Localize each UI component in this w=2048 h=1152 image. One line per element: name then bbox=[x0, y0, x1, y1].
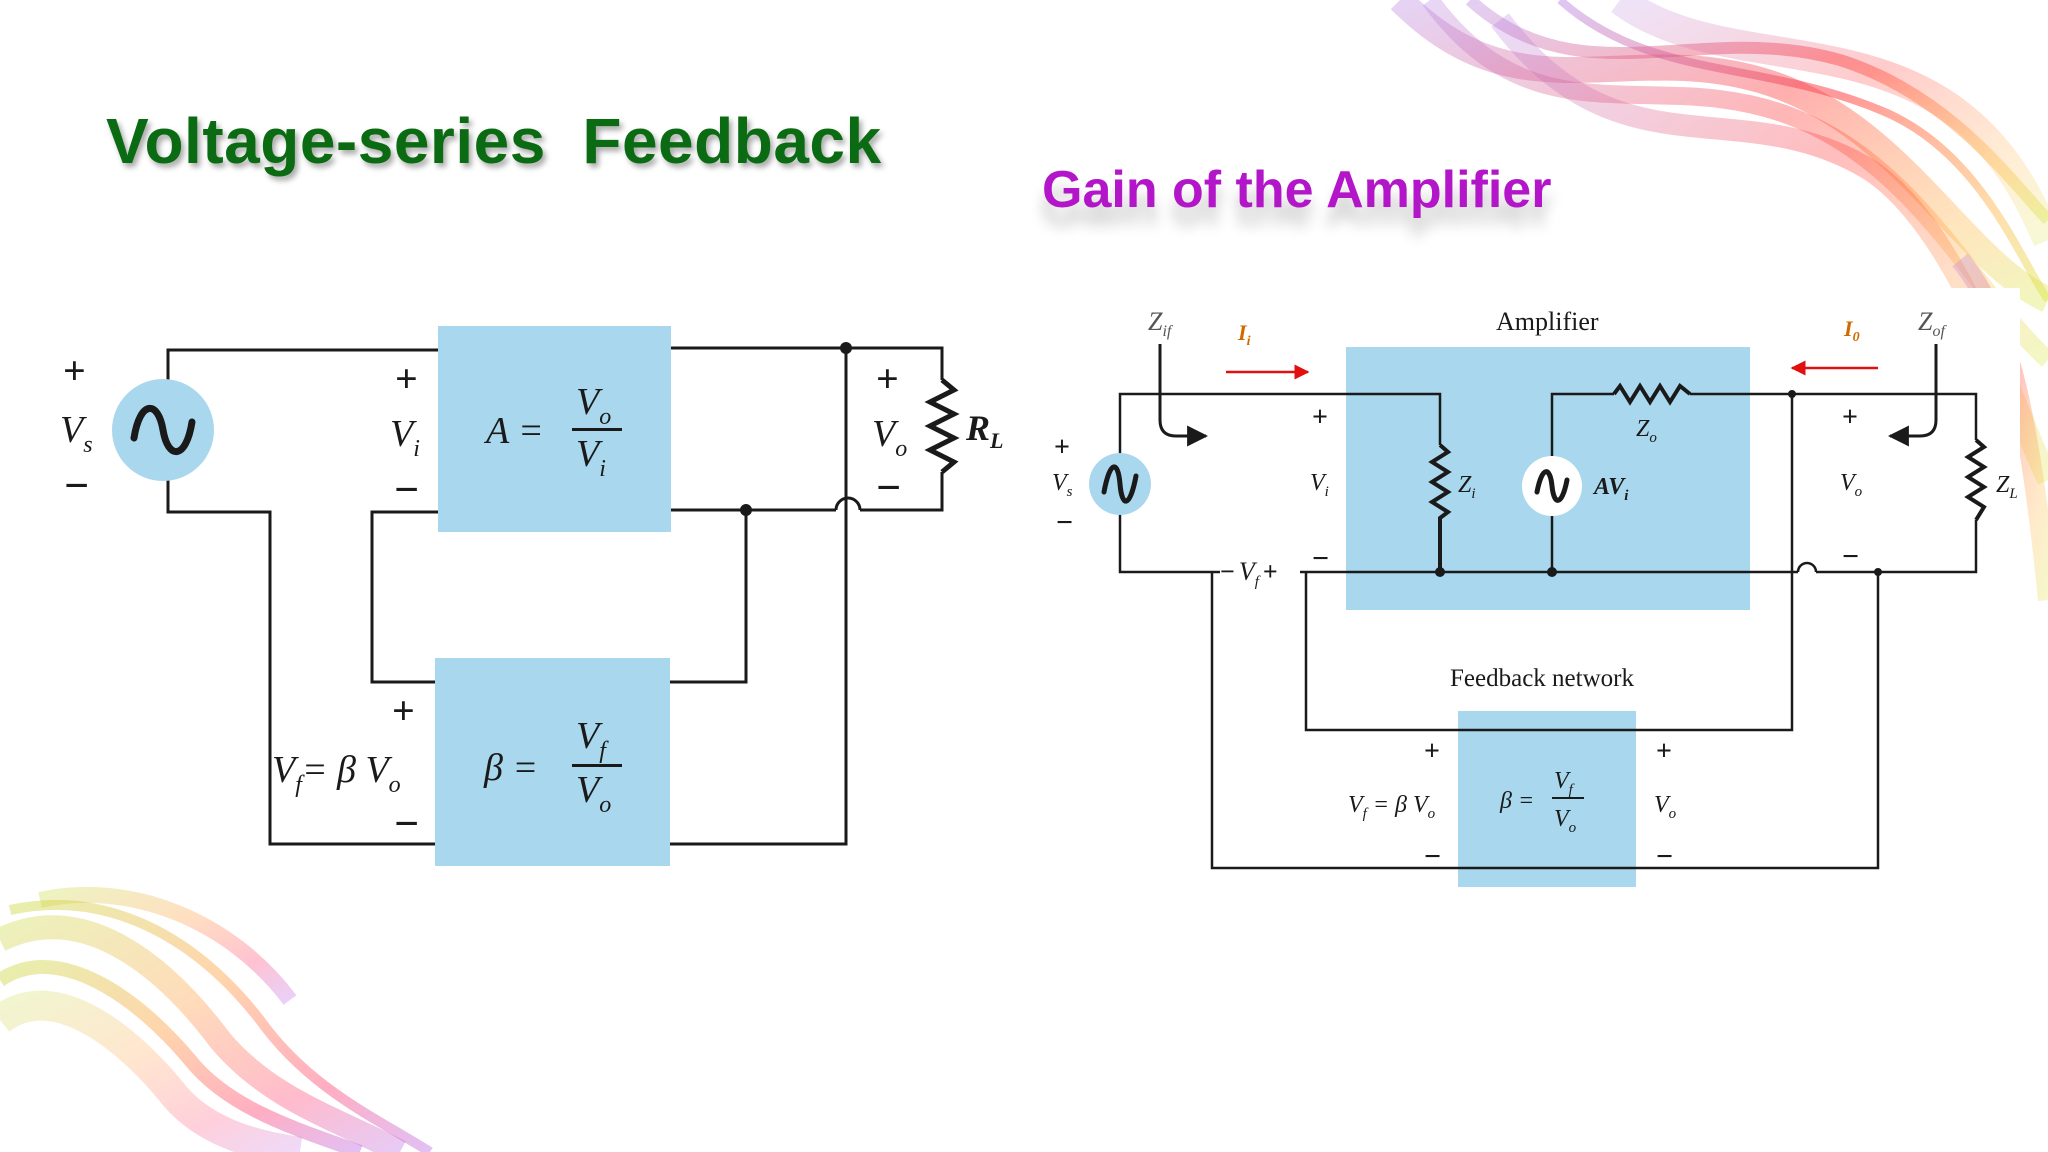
vf-minus: − bbox=[394, 799, 419, 848]
vi-minus: − bbox=[1312, 542, 1329, 575]
rl-label: RL bbox=[965, 408, 1003, 453]
input-top-wire bbox=[1118, 392, 1442, 478]
amp-minus-wire bbox=[370, 510, 438, 684]
junction-dot bbox=[1788, 390, 1796, 398]
sine-wave-icon bbox=[1534, 469, 1570, 503]
feedback-bottom-wire bbox=[1210, 572, 1880, 870]
input-bottom-wire bbox=[1118, 510, 1220, 574]
vf-series-label: −Vf+ bbox=[1220, 557, 1278, 590]
wire-crossover bbox=[834, 496, 862, 511]
vs-minus: − bbox=[1056, 506, 1073, 539]
wire-crossover bbox=[1796, 561, 1818, 573]
vo-label: Vo bbox=[1840, 470, 1863, 500]
sine-wave-icon bbox=[130, 405, 196, 455]
zif-label: Zif bbox=[1148, 307, 1174, 340]
left-diagram-labels: + Vs − + Vi − A = Vo Vi + Vo − RL + Vf= … bbox=[60, 348, 1003, 848]
vi-label: Vi bbox=[390, 413, 420, 462]
feedback-left-minus: − bbox=[1424, 840, 1441, 873]
vf-plus: + bbox=[392, 688, 415, 733]
amplifier-block bbox=[438, 326, 671, 532]
feedback-right-plus: + bbox=[1656, 736, 1672, 767]
amplifier-label: Amplifier bbox=[1496, 307, 1599, 336]
vi-minus: − bbox=[394, 465, 419, 514]
sine-wave-icon bbox=[1101, 464, 1139, 504]
ii-label: Ii bbox=[1237, 320, 1251, 349]
junction-dot bbox=[840, 342, 852, 354]
io-label: I0 bbox=[1843, 316, 1860, 345]
feedback-ratio-denominator: Vo bbox=[1554, 806, 1577, 836]
load-resistor-icon bbox=[924, 378, 960, 474]
vs-plus: + bbox=[1054, 432, 1070, 463]
fraction-bar bbox=[1552, 797, 1584, 799]
zl-label: ZL bbox=[1996, 472, 2018, 502]
feedback-ratio-denominator: Vo bbox=[576, 769, 611, 818]
feedback-left-plus: + bbox=[1424, 736, 1440, 767]
zi-resistor-icon bbox=[1428, 443, 1452, 572]
fraction-bar bbox=[572, 428, 622, 431]
output-bottom-wire bbox=[860, 472, 944, 512]
source-to-zo-wire bbox=[1550, 392, 1614, 458]
feedback-ratio-numerator: Vf bbox=[1554, 768, 1575, 798]
zof-arrow-icon bbox=[1887, 344, 1938, 447]
vi-label: Vi bbox=[1310, 470, 1329, 500]
output-top-wire bbox=[671, 346, 944, 380]
vi-plus: + bbox=[1312, 402, 1328, 433]
vo-minus: − bbox=[876, 463, 901, 512]
slide-title-right: Gain of the Amplifier bbox=[1042, 161, 1552, 219]
left-circuit-diagram bbox=[112, 326, 960, 866]
output-bottom-wire bbox=[1816, 520, 1978, 574]
zo-resistor-icon bbox=[1612, 382, 1692, 406]
zif-arrow-icon bbox=[1158, 344, 1209, 447]
zo-label: Zo bbox=[1636, 416, 1657, 446]
junction-dot bbox=[1547, 567, 1557, 577]
vo-plus: + bbox=[876, 356, 899, 401]
vs-label: Vs bbox=[1052, 470, 1073, 500]
bottom-to-feedback-wire bbox=[670, 510, 748, 684]
feedback-ratio-lhs: β = bbox=[483, 747, 538, 789]
output-top-wire bbox=[1690, 392, 1978, 440]
feedback-block bbox=[435, 658, 670, 866]
dependent-source-label: AVi bbox=[1592, 474, 1629, 504]
vo-minus: − bbox=[1842, 540, 1859, 573]
feedback-block bbox=[1458, 711, 1636, 887]
vo-plus: + bbox=[1842, 402, 1858, 433]
feedback-network-label: Feedback network bbox=[1450, 665, 1634, 692]
vi-plus: + bbox=[395, 356, 418, 401]
feedback-ratio-numerator: Vf bbox=[576, 715, 609, 764]
vf-equation: Vf= β Vo bbox=[272, 749, 401, 798]
decorative-ribbon-bottom-left bbox=[0, 886, 433, 1152]
slide-title-left: Voltage-series Feedback bbox=[106, 105, 882, 177]
amplifier-gain-numerator: Vo bbox=[576, 381, 611, 430]
vo-label: Vo bbox=[872, 413, 907, 462]
amplifier-gain-denominator: Vi bbox=[576, 433, 606, 482]
junction-dot bbox=[1435, 567, 1445, 577]
right-diagram-labels: Zif Zof Ii I0 Amplifier + Vs − + Vi − Zi… bbox=[1052, 307, 2018, 873]
vs-minus: − bbox=[64, 461, 89, 510]
source-bottom-wire bbox=[166, 444, 435, 846]
right-circuit-diagram bbox=[1089, 344, 1988, 887]
feedback-top-wire bbox=[1304, 394, 1794, 732]
vs-plus: + bbox=[63, 348, 86, 393]
feedback-left-equation: Vf = β Vo bbox=[1348, 792, 1436, 822]
junction-dot bbox=[1874, 568, 1882, 576]
zi-label: Zi bbox=[1458, 472, 1476, 502]
feedback-right-label: Vo bbox=[1654, 792, 1677, 822]
feedback-ratio-lhs: β = bbox=[1499, 788, 1534, 814]
zof-label: Zof bbox=[1918, 307, 1947, 340]
amplifier-gain-lhs: A = bbox=[483, 410, 544, 452]
vs-label: Vs bbox=[60, 409, 93, 458]
junction-dot bbox=[740, 504, 752, 516]
output-to-feedback-wire bbox=[670, 348, 848, 846]
fraction-bar bbox=[572, 764, 622, 767]
zl-resistor-icon bbox=[1964, 438, 1988, 522]
feedback-right-minus: − bbox=[1656, 840, 1673, 873]
